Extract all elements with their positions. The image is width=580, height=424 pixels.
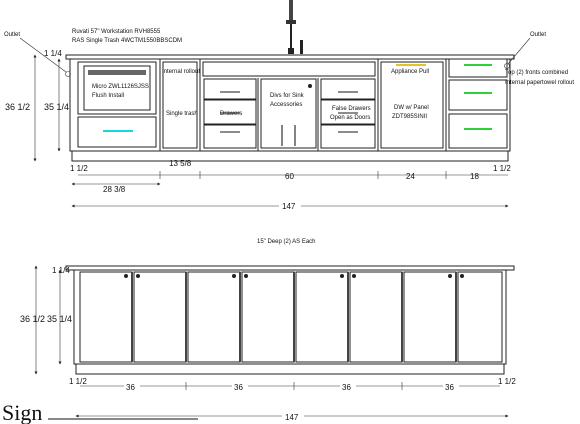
front-total-height: 36 1/2 [5, 102, 30, 112]
flush-label: Flush Install [92, 93, 124, 99]
front-right-width: 18 [470, 172, 479, 181]
toe-kick [71, 150, 509, 162]
back-note: 15" Deep (2) AS Each [257, 239, 316, 245]
dishwasher-panel [380, 61, 444, 149]
back-left-end: 1 1/2 [69, 377, 87, 386]
back-section-3: 36 [342, 383, 351, 392]
faucet [286, 0, 303, 54]
back-section-1: 36 [126, 383, 135, 392]
front-dw-width: 24 [406, 172, 415, 181]
right-note-2: Internal papertowel rollout [505, 80, 574, 86]
back-box-height: 35 1/4 [47, 314, 72, 324]
dw-panel-label: DW w/ Panel [394, 105, 429, 111]
front-right-end: 1 1/2 [493, 164, 511, 173]
top-rail [202, 61, 376, 77]
front-micro-width: 28 3/8 [103, 185, 126, 194]
back-total-height: 36 1/2 [20, 314, 45, 324]
right-note-1: Top (2) fronts combined [505, 70, 568, 76]
front-box-height: 35 1/4 [44, 102, 69, 112]
false-drawers-label: False Drawers [332, 106, 371, 112]
drawers-label: Drawers [220, 111, 242, 117]
back-elevation: 15" Deep (2) AS Each 1 1/4 36 1/ [20, 239, 516, 422]
outlet-left-label: Outlet [4, 32, 20, 38]
back-right-end: 1 1/2 [498, 377, 516, 386]
header-line-1: Ruvati 57" Workstation RVH8555 [72, 29, 161, 35]
front-overall: 147 [282, 202, 296, 211]
back-section-2: 36 [234, 383, 243, 392]
front-trash-width: 13 5/8 [169, 159, 192, 168]
appliance-pull-label: Appliance Pull [391, 69, 429, 75]
internal-rollout-label: Internal rollout [162, 69, 200, 75]
single-trash-label: Single trash [166, 111, 198, 117]
header-line-2: RAS Single Trash 4WCTM1550BBSCDM [72, 38, 182, 44]
sign-label: Sign [2, 400, 42, 424]
front-sink-width: 60 [285, 172, 294, 181]
front-left-end: 1 1/2 [70, 164, 88, 173]
front-elevation: Micro ZWL1126SJSS Flush Install Internal… [4, 32, 574, 211]
open-as-doors-label: Open as Doors [330, 115, 370, 121]
back-top-gap: 1 1/4 [52, 266, 70, 275]
back-overall: 147 [285, 413, 299, 422]
dw-model-label: ZDT985SINII [392, 114, 427, 120]
front-top-gap: 1 1/4 [44, 49, 62, 58]
back-section-4: 36 [445, 383, 454, 392]
outlet-right-label: Outlet [530, 32, 546, 38]
countertop [65, 54, 515, 60]
divs-label: Divs for Sink [270, 93, 305, 99]
trash-door [162, 61, 198, 149]
accessories-label: Accessories [270, 102, 302, 108]
micro-label: Micro ZWL1126SJSS [92, 84, 149, 90]
